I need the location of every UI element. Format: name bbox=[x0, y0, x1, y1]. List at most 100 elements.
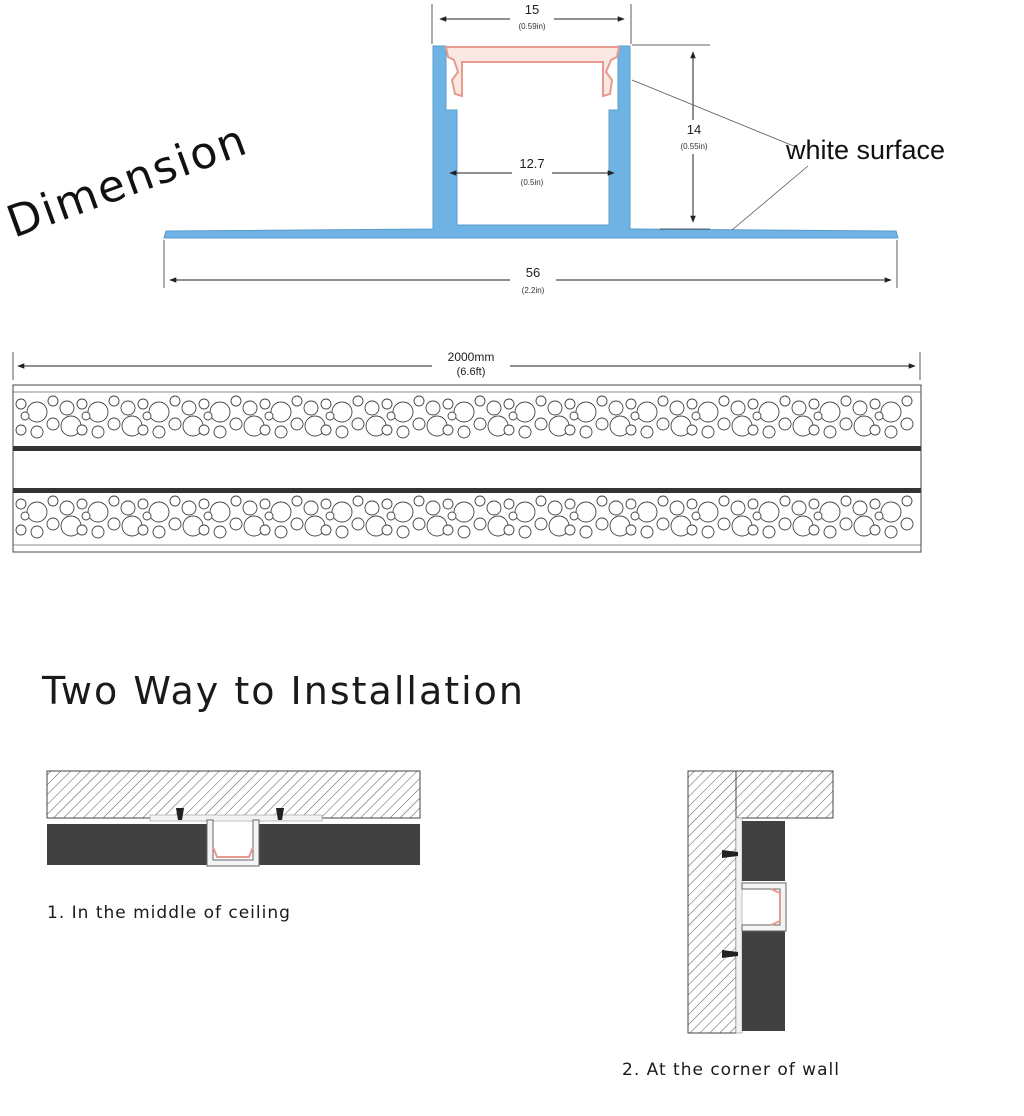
ceiling-install-diagram bbox=[46, 770, 421, 867]
perforation-hole bbox=[108, 495, 120, 507]
perforation-hole bbox=[396, 425, 410, 439]
perforation-hole bbox=[152, 525, 166, 539]
perforation-hole bbox=[608, 500, 624, 516]
perforation-hole bbox=[747, 524, 759, 536]
perforation-hole bbox=[242, 400, 258, 416]
perforation-hole bbox=[547, 400, 563, 416]
perforation-hole bbox=[486, 400, 502, 416]
perforation-hole bbox=[425, 500, 441, 516]
perforation-hole bbox=[839, 517, 853, 531]
perforation-hole bbox=[747, 424, 759, 436]
perforation-hole bbox=[564, 424, 576, 436]
perforation-hole bbox=[303, 400, 319, 416]
perforation-hole bbox=[747, 398, 759, 410]
perforation-hole bbox=[87, 501, 109, 523]
perforation-hole bbox=[595, 517, 609, 531]
perforation-hole bbox=[137, 398, 149, 410]
length-dimension: 2000mm (6.6ft) bbox=[12, 348, 921, 380]
perforation-hole bbox=[15, 524, 27, 536]
perforation-hole bbox=[46, 417, 60, 431]
perforation-hole bbox=[381, 498, 393, 510]
perforation-hole bbox=[15, 398, 27, 410]
install-title: Two Way to Installation bbox=[41, 669, 525, 713]
perforation-hole bbox=[412, 417, 426, 431]
perforation-hole bbox=[474, 395, 486, 407]
perforation-hole bbox=[823, 425, 837, 439]
perforation-hole bbox=[91, 525, 105, 539]
perforation-hole bbox=[386, 511, 396, 521]
perforation-hole bbox=[169, 395, 181, 407]
perforation-hole bbox=[290, 417, 304, 431]
perforation-hole bbox=[274, 525, 288, 539]
perforation-hole bbox=[625, 498, 637, 510]
perforation-hole bbox=[758, 401, 780, 423]
perforation-hole bbox=[442, 498, 454, 510]
perforation-hole bbox=[579, 525, 593, 539]
perforation-hole bbox=[15, 424, 27, 436]
perforation-hole bbox=[808, 498, 820, 510]
perforation-hole bbox=[351, 517, 365, 531]
perforation-hole bbox=[453, 501, 475, 523]
perforation-hole bbox=[59, 400, 75, 416]
perforation-hole bbox=[874, 411, 884, 421]
perforation-hole bbox=[457, 425, 471, 439]
perforation-hole bbox=[625, 524, 637, 536]
perforation-hole bbox=[880, 501, 902, 523]
perforation-hole bbox=[508, 411, 518, 421]
perforation-hole bbox=[26, 401, 48, 423]
perforation-hole bbox=[425, 400, 441, 416]
perforation-hole bbox=[230, 495, 242, 507]
perforation-hole bbox=[779, 395, 791, 407]
perforation-hole bbox=[142, 511, 152, 521]
perforation-hole bbox=[564, 398, 576, 410]
profile-cross-section bbox=[163, 45, 899, 239]
perforation-hole bbox=[291, 395, 303, 407]
perforation-hole bbox=[30, 525, 44, 539]
perforation-hole bbox=[107, 517, 121, 531]
perforation-hole bbox=[137, 498, 149, 510]
perforation-hole bbox=[320, 398, 332, 410]
perforation-hole bbox=[26, 501, 48, 523]
perforation-hole bbox=[137, 424, 149, 436]
perforation-hole bbox=[303, 500, 319, 516]
perforation-hole bbox=[625, 424, 637, 436]
perforation-hole bbox=[457, 525, 471, 539]
perforation-hole bbox=[213, 525, 227, 539]
perforation-hole bbox=[473, 517, 487, 531]
perforation-hole bbox=[534, 417, 548, 431]
perforation-hole bbox=[325, 511, 335, 521]
perforation-hole bbox=[823, 525, 837, 539]
profile-top-view bbox=[12, 384, 922, 553]
perforation-hole bbox=[880, 401, 902, 423]
perforation-hole bbox=[730, 400, 746, 416]
dimension-inner-width: 12.7 (0.5in) bbox=[449, 154, 615, 190]
perforation-hole bbox=[656, 417, 670, 431]
profile-body bbox=[163, 45, 899, 239]
perforation-hole bbox=[351, 417, 365, 431]
perforation-hole bbox=[534, 517, 548, 531]
perforation-hole bbox=[76, 498, 88, 510]
perforation-hole bbox=[819, 401, 841, 423]
perforation-hole bbox=[535, 495, 547, 507]
perforation-hole bbox=[142, 411, 152, 421]
perforation-hole bbox=[791, 500, 807, 516]
perforation-hole bbox=[413, 495, 425, 507]
perforation-hole bbox=[762, 525, 776, 539]
dimension-total-width: 56 (2.2in) bbox=[163, 240, 898, 298]
perforation-hole bbox=[636, 401, 658, 423]
perforation-hole bbox=[352, 495, 364, 507]
perforation-hole bbox=[442, 424, 454, 436]
top-width-sub: (0.59in) bbox=[518, 22, 545, 31]
perforation-hole bbox=[203, 511, 213, 521]
perforation-hole bbox=[381, 424, 393, 436]
perforation-hole bbox=[747, 498, 759, 510]
perforation-hole bbox=[569, 411, 579, 421]
perforation-hole bbox=[503, 498, 515, 510]
perforation-hole bbox=[686, 398, 698, 410]
perforation-hole bbox=[320, 498, 332, 510]
perforation-hole bbox=[474, 495, 486, 507]
method-2-label: 2. At the corner of wall bbox=[622, 1060, 840, 1080]
perforation-hole bbox=[264, 511, 274, 521]
perforation-hole bbox=[503, 398, 515, 410]
